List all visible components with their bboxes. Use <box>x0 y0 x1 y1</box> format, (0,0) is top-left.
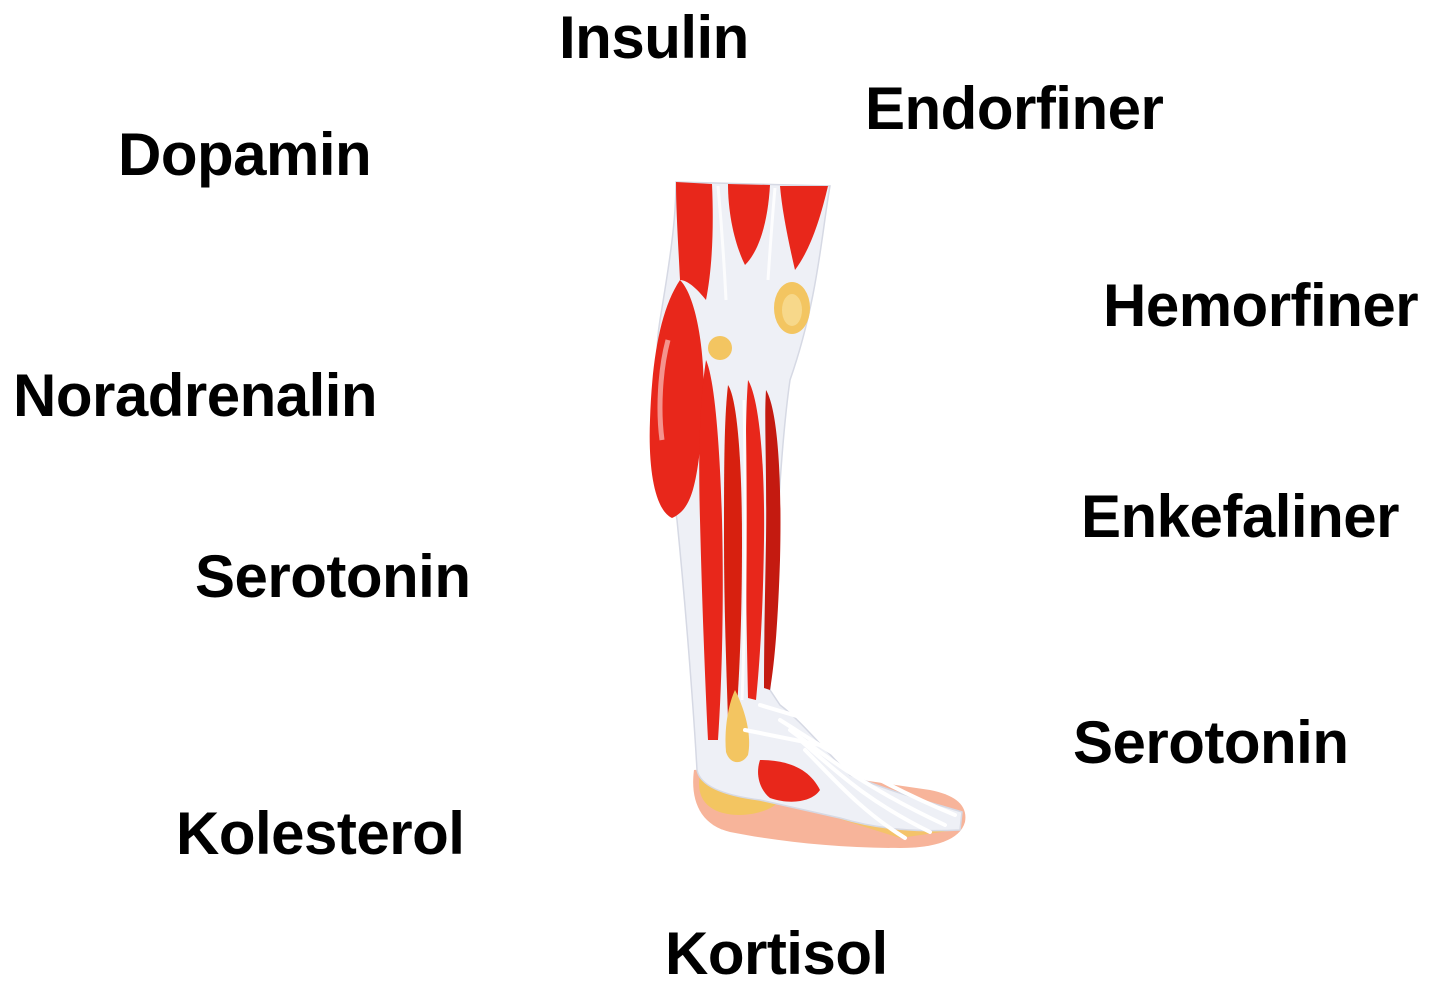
label-hemorfiner: Hemorfiner <box>1103 276 1418 336</box>
label-kortisol: Kortisol <box>665 924 888 984</box>
label-noradrenalin: Noradrenalin <box>13 366 377 426</box>
label-enkefaliner: Enkefaliner <box>1081 487 1399 547</box>
label-insulin: Insulin <box>559 8 749 68</box>
label-dopamin: Dopamin <box>118 125 371 185</box>
knee-bone <box>708 336 732 360</box>
label-endorfiner: Endorfiner <box>865 79 1163 139</box>
label-kolesterol: Kolesterol <box>176 804 464 864</box>
label-serotonin-right: Serotonin <box>1073 713 1349 773</box>
leg-muscles-icon <box>600 170 980 860</box>
label-serotonin-left: Serotonin <box>195 547 471 607</box>
kneecap-inner <box>782 294 802 326</box>
